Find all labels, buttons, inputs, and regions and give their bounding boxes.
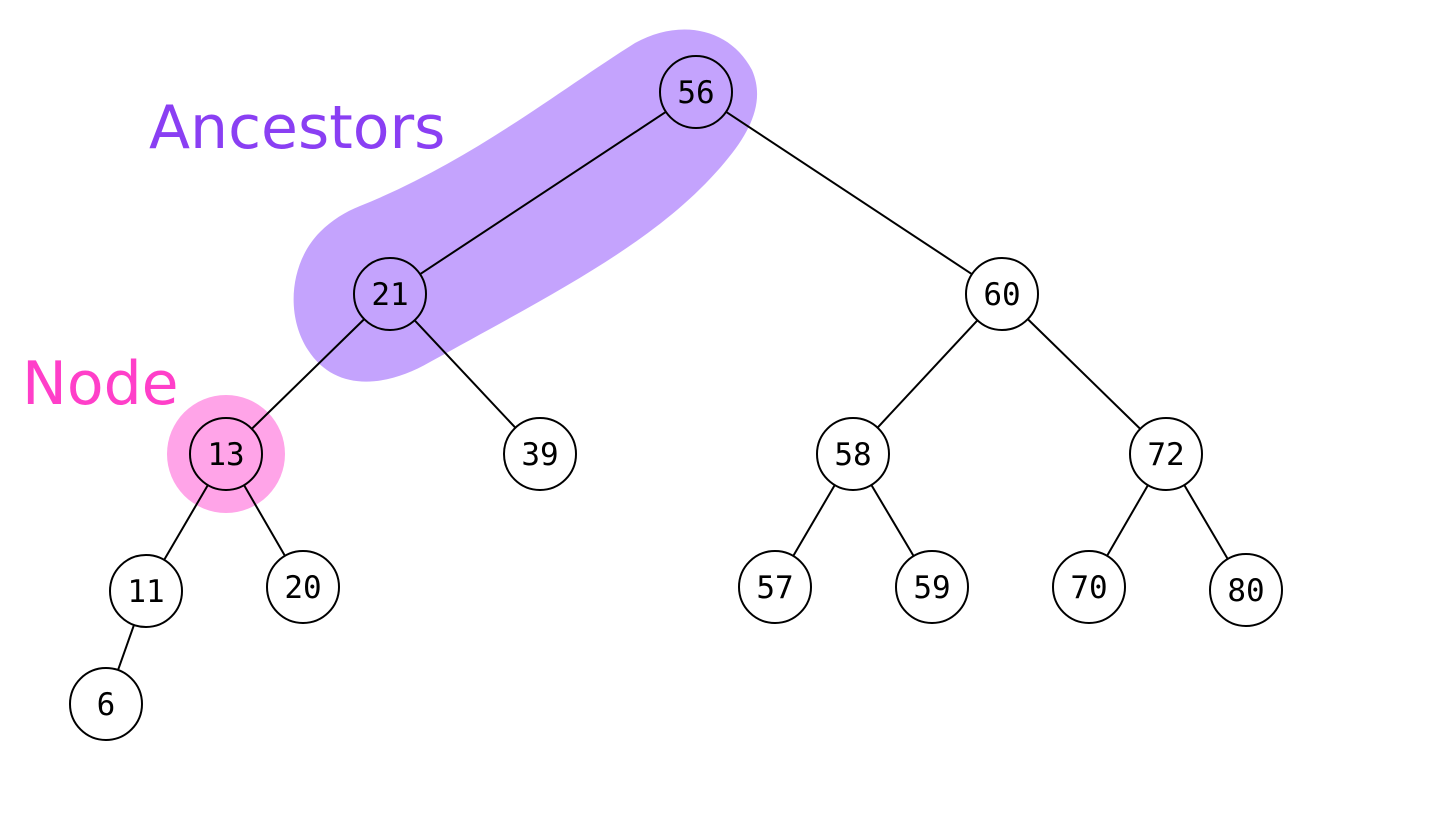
edge-13-11 [163, 484, 209, 561]
tree-node-20: 20 [266, 550, 340, 624]
tree-node-60: 60 [965, 257, 1039, 331]
ancestors-label: Ancestors [149, 93, 445, 163]
edge-56-21 [419, 110, 667, 276]
node-label-57: 57 [756, 570, 793, 606]
tree-node-59: 59 [895, 550, 969, 624]
tree-node-21: 21 [353, 257, 427, 331]
edge-21-39 [413, 319, 517, 429]
node-label-80: 80 [1227, 573, 1264, 609]
node-circle-11 [109, 554, 183, 628]
node-circle-6 [69, 667, 143, 741]
edge-58-59 [870, 484, 915, 557]
tree-node-70: 70 [1052, 550, 1126, 624]
node-label-56: 56 [677, 75, 714, 111]
node-circle-70 [1052, 550, 1126, 624]
node-circle-20 [266, 550, 340, 624]
edge-60-58 [876, 319, 979, 429]
node-circle-80 [1209, 553, 1283, 627]
node-circle-58 [816, 417, 890, 491]
node-circle-39 [503, 417, 577, 491]
node-label-11: 11 [127, 574, 164, 610]
node-circle-59 [895, 550, 969, 624]
edge-56-60 [725, 110, 973, 276]
node-circle-21 [353, 257, 427, 331]
tree-node-6: 6 [69, 667, 143, 741]
node-label-70: 70 [1070, 570, 1107, 606]
tree-node-80: 80 [1209, 553, 1283, 627]
node-circle-60 [965, 257, 1039, 331]
tree-edges [117, 110, 1229, 671]
node-label-72: 72 [1147, 437, 1184, 473]
edge-72-70 [1106, 484, 1149, 557]
tree-node-57: 57 [738, 550, 812, 624]
edge-60-72 [1027, 318, 1141, 430]
node-circle-13 [189, 417, 263, 491]
tree-node-56: 56 [659, 55, 733, 129]
node-circle-72 [1129, 417, 1203, 491]
tree-nodes: 56 21 60 13 39 58 72 11 20 57 59 70 80 6 [69, 55, 1283, 741]
node-label-58: 58 [834, 437, 871, 473]
node-label-6: 6 [97, 687, 116, 723]
node-circle-57 [738, 550, 812, 624]
tree-node-72: 72 [1129, 417, 1203, 491]
node-label-20: 20 [284, 570, 321, 606]
node-label-39: 39 [521, 437, 558, 473]
edge-58-57 [792, 484, 836, 557]
node-label-13: 13 [207, 437, 244, 473]
node-circle-56 [659, 55, 733, 129]
edge-13-20 [243, 484, 286, 557]
node-label: Node [22, 349, 179, 419]
edge-21-13 [251, 318, 365, 430]
tree-node-13: 13 [189, 417, 263, 491]
edge-72-80 [1183, 484, 1229, 560]
edge-11-6 [117, 624, 135, 671]
node-label-21: 21 [371, 277, 408, 313]
tree-node-11: 11 [109, 554, 183, 628]
node-label-59: 59 [913, 570, 950, 606]
tree-node-58: 58 [816, 417, 890, 491]
tree-node-39: 39 [503, 417, 577, 491]
node-label-60: 60 [983, 277, 1020, 313]
